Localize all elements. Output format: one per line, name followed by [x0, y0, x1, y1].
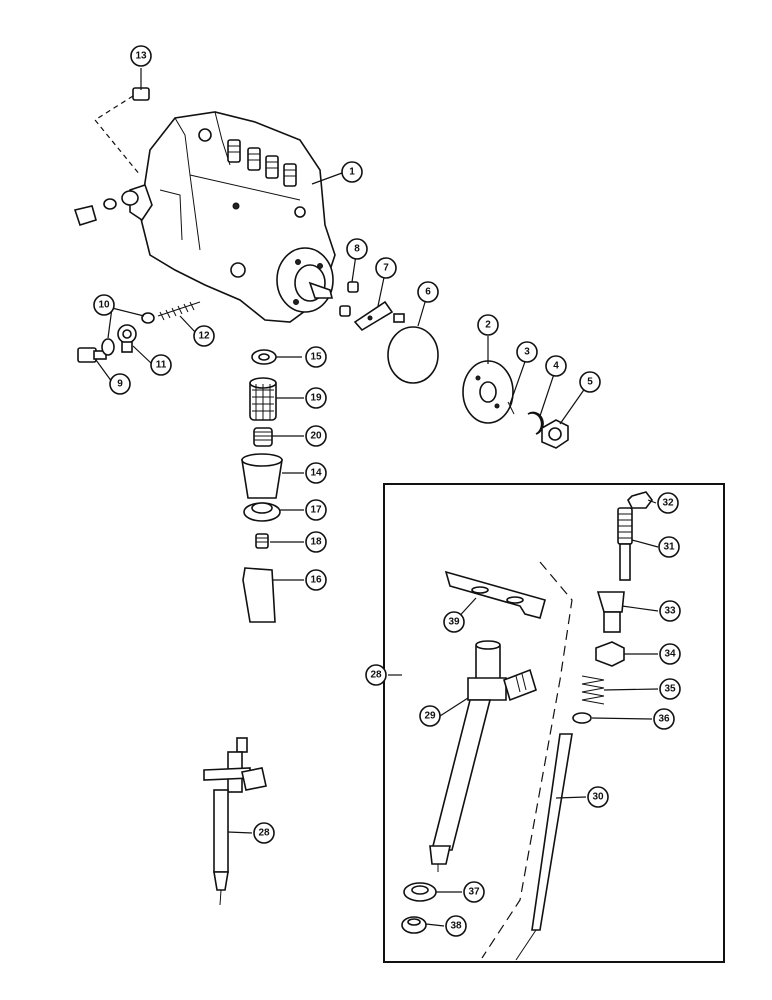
callout-label: 6 [425, 287, 431, 298]
callout-label: 28 [370, 670, 382, 681]
callout-33: 33 [659, 600, 681, 622]
callouts: 13 1 8 7 6 2 3 4 5 10 12 11 9 15 19 20 1… [93, 45, 681, 937]
callout-11: 11 [150, 354, 172, 376]
callout-14: 14 [305, 462, 327, 484]
callout-4: 4 [545, 355, 567, 377]
callout-label: 3 [524, 347, 530, 358]
callout-20: 20 [305, 425, 327, 447]
callout-label: 36 [658, 714, 670, 725]
callout-7: 7 [375, 257, 397, 279]
callout-label: 33 [664, 606, 676, 617]
callout-6: 6 [417, 281, 439, 303]
callout-31: 31 [658, 536, 680, 558]
drive-parts [339, 281, 439, 384]
callout-label: 17 [310, 505, 322, 516]
callout-1: 1 [341, 161, 363, 183]
callout-label: 15 [310, 352, 322, 363]
callout-label: 7 [383, 263, 389, 274]
callout-label: 39 [448, 617, 460, 628]
callout-9: 9 [109, 373, 131, 395]
callout-30: 30 [587, 786, 609, 808]
callout-label: 5 [587, 377, 593, 388]
callout-label: 9 [117, 379, 123, 390]
callout-15: 15 [305, 346, 327, 368]
callout-label: 4 [553, 361, 559, 372]
callout-label: 10 [98, 300, 110, 311]
callout-29: 29 [419, 705, 441, 727]
callout-label: 2 [485, 320, 491, 331]
callout-17: 17 [305, 499, 327, 521]
callout-18: 18 [305, 531, 327, 553]
callout-36: 36 [653, 708, 675, 730]
callout-label: 14 [310, 468, 322, 479]
callout-label: 13 [135, 51, 147, 62]
callout-10: 10 [93, 294, 115, 316]
callout-37: 37 [463, 881, 485, 903]
callout-label: 32 [662, 498, 674, 509]
callout-3: 3 [516, 341, 538, 363]
callout-39: 39 [443, 611, 465, 633]
callout-label: 11 [156, 360, 167, 371]
callout-label: 35 [664, 684, 676, 695]
left-fittings [73, 87, 201, 363]
callout-label: 37 [468, 887, 480, 898]
callout-label: 18 [310, 537, 322, 548]
callout-label: 34 [664, 649, 676, 660]
callout-label: 28 [258, 828, 270, 839]
callout-label: 1 [349, 167, 355, 178]
callout-2: 2 [477, 314, 499, 336]
callout-28-frame: 28 [365, 664, 387, 686]
callout-35: 35 [659, 678, 681, 700]
callout-label: 12 [198, 331, 210, 342]
callout-19: 19 [305, 387, 327, 409]
callout-34: 34 [659, 643, 681, 665]
injection-pump [129, 111, 336, 323]
callout-16: 16 [305, 569, 327, 591]
injector-small [203, 737, 267, 906]
callout-label: 8 [354, 244, 360, 255]
callout-5: 5 [579, 371, 601, 393]
callout-label: 38 [450, 921, 462, 932]
callout-label: 29 [424, 711, 436, 722]
callout-28: 28 [253, 822, 275, 844]
callout-label: 30 [592, 792, 604, 803]
callout-label: 31 [663, 542, 675, 553]
callout-32: 32 [657, 492, 679, 514]
callout-label: 16 [310, 575, 322, 586]
callout-38: 38 [445, 915, 467, 937]
callout-8: 8 [346, 238, 368, 260]
gear-parts [462, 360, 569, 449]
callout-12: 12 [193, 325, 215, 347]
callout-label: 19 [310, 393, 322, 404]
filter-assembly [241, 349, 283, 623]
callout-label: 20 [310, 431, 322, 442]
callout-13: 13 [130, 45, 152, 67]
injector-detail-frame [383, 483, 725, 963]
